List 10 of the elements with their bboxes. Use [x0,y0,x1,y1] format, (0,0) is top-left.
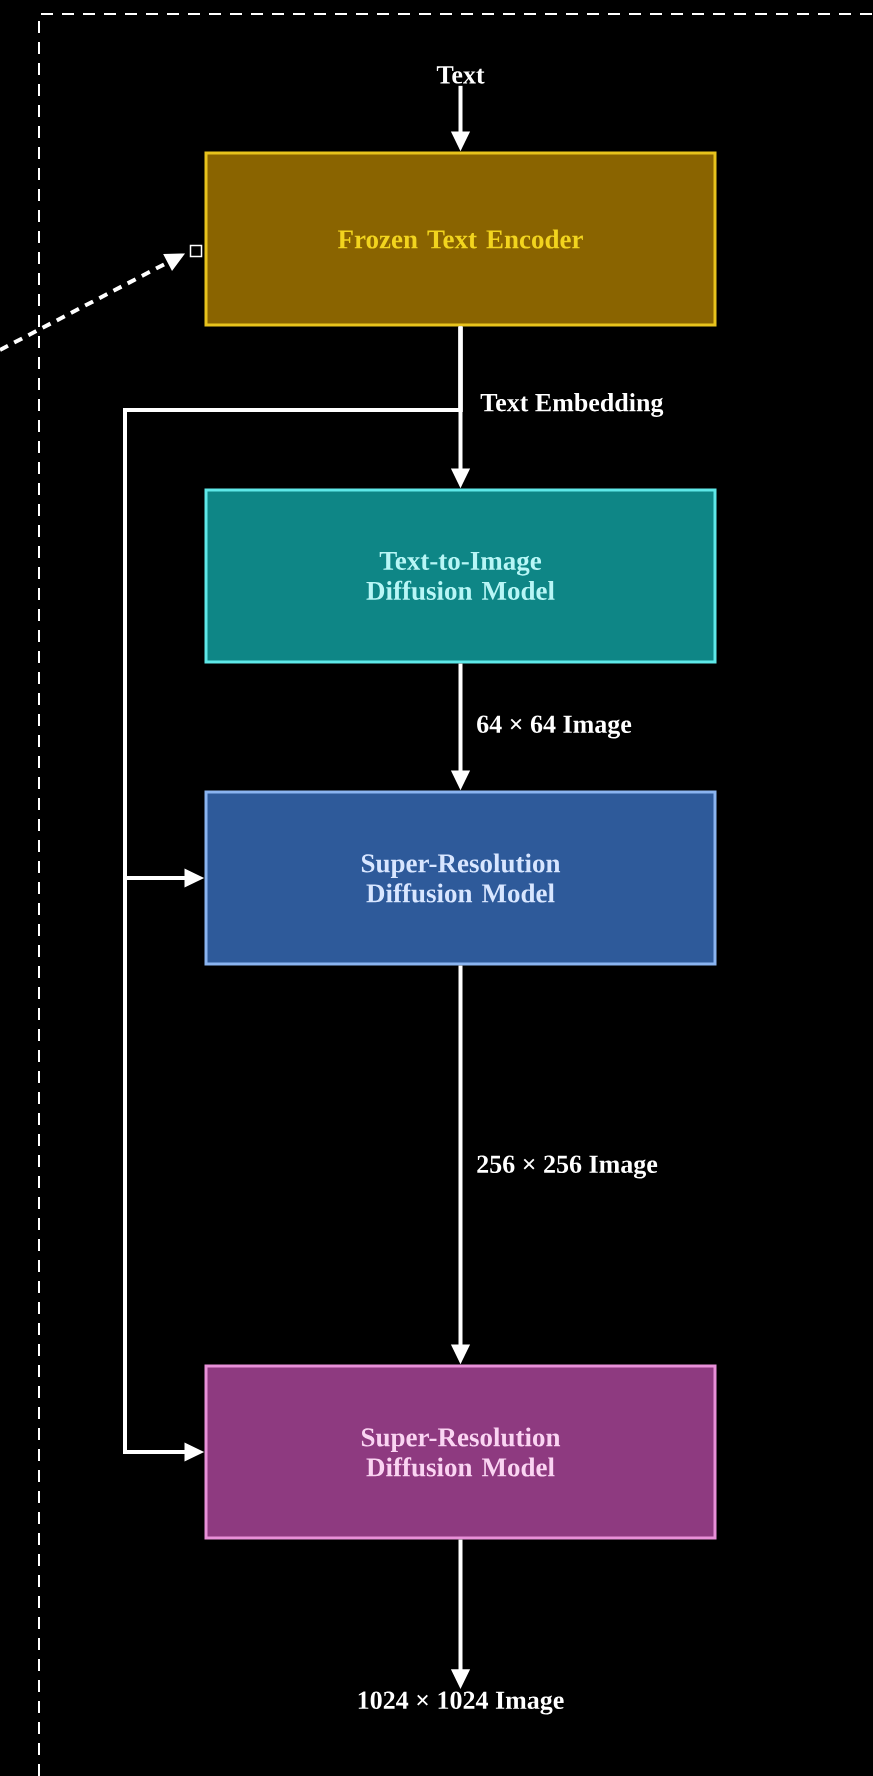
io-label: 1024 × 1024 Image [358,1691,564,1715]
process-box: Super-Resolution Diffusion Model [204,790,717,966]
edge-label: 64 × 64 Image [474,713,634,741]
process-box: Frozen Text Encoder [204,151,717,327]
process-box: Super-Resolution Diffusion Model [204,1364,717,1540]
port-square [189,244,203,258]
process-box: Text-to-Image Diffusion Model [204,488,717,664]
io-label: Text [436,66,485,84]
edge-label: Text Embedding [478,391,666,419]
edge-label: 256 × 256 Image [474,1153,660,1181]
